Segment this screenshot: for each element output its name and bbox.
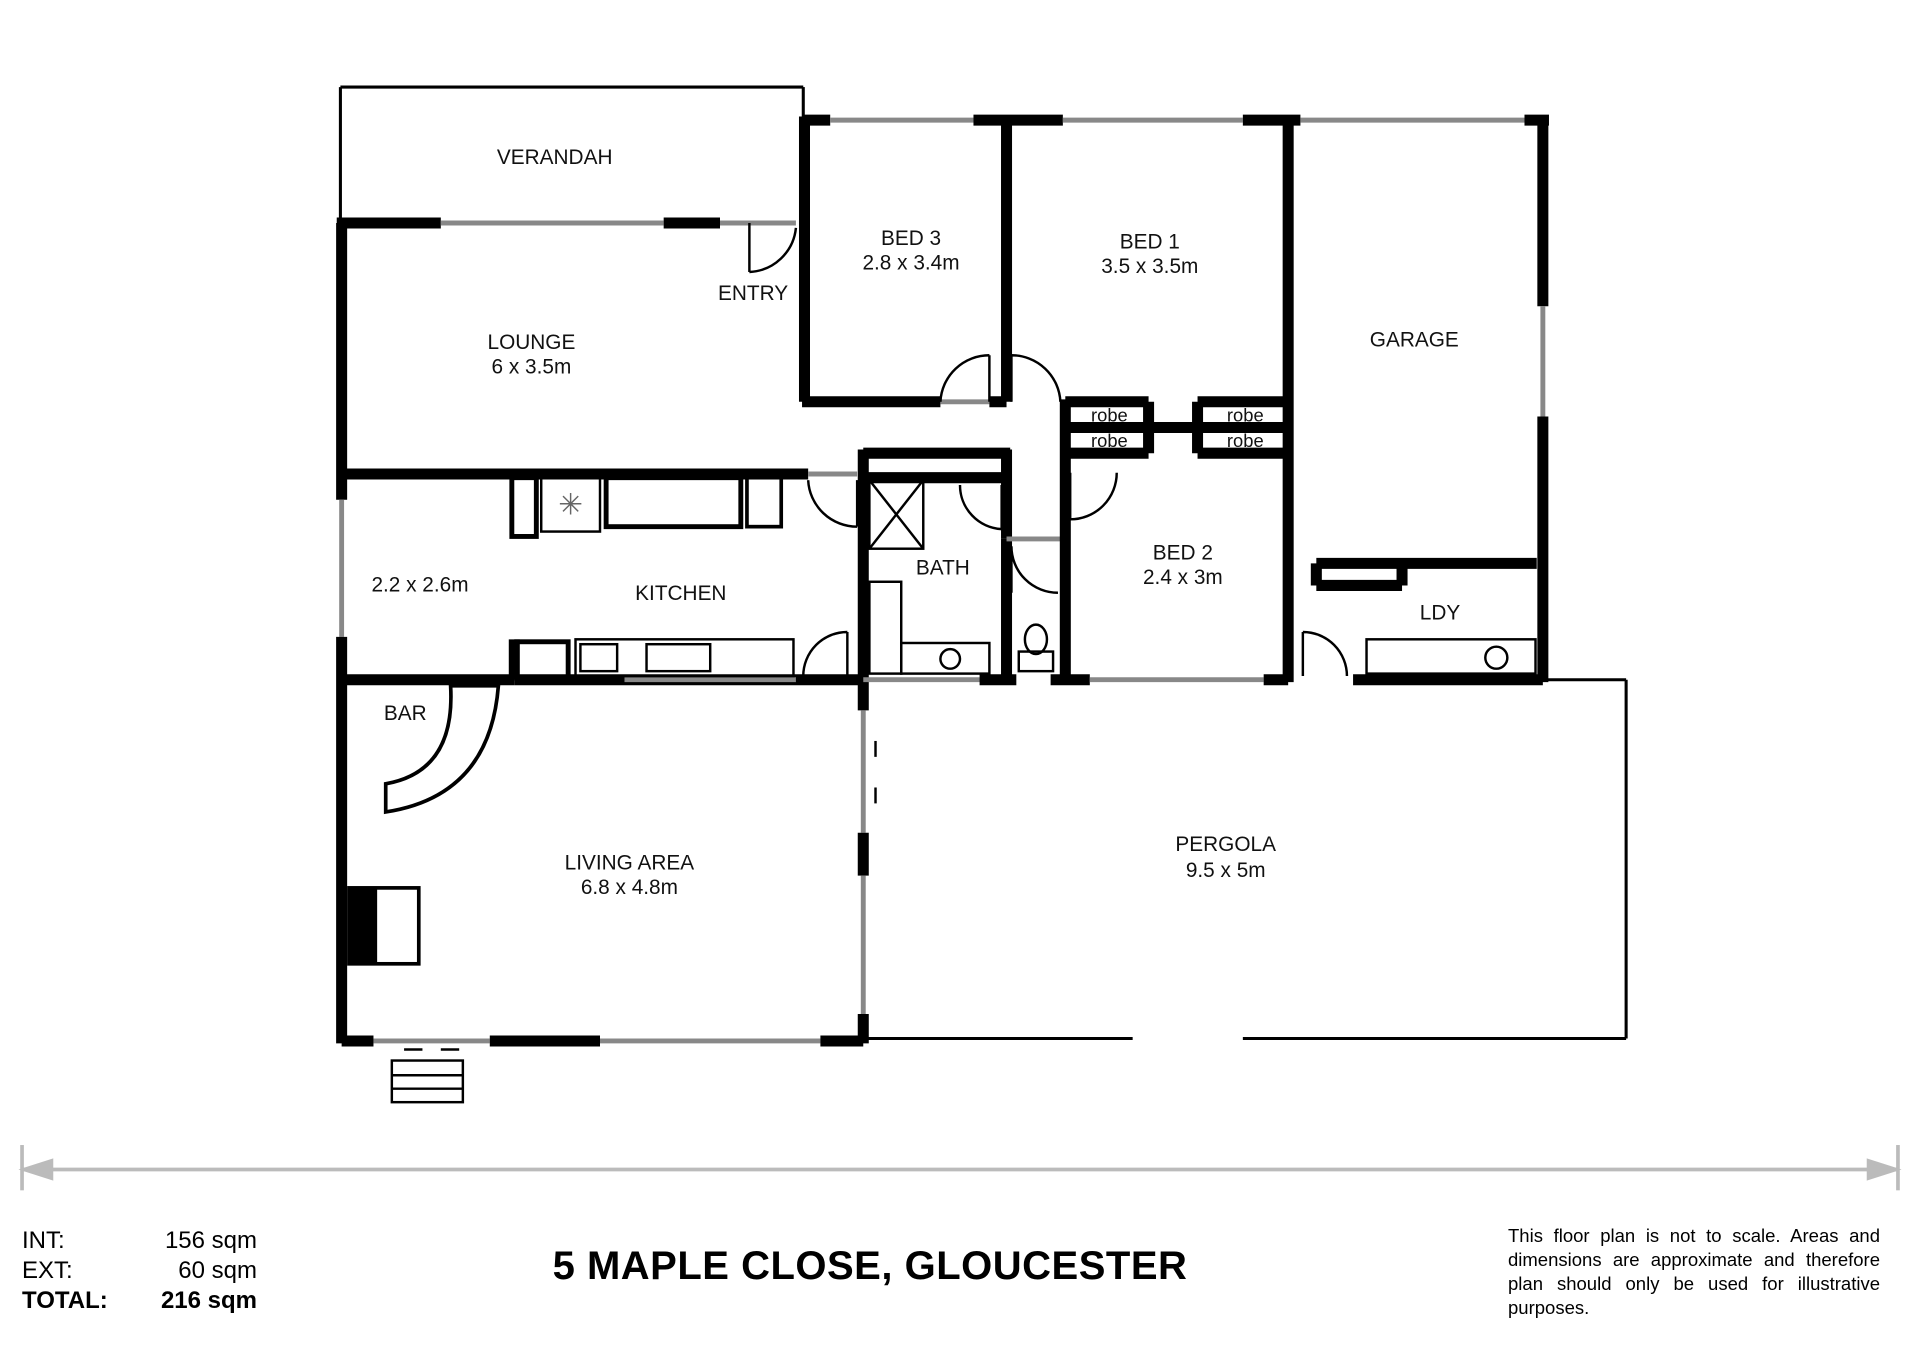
property-address: 5 MAPLE CLOSE, GLOUCESTER: [552, 1244, 1188, 1288]
disclaimer: This floor plan is not to scale. Areas a…: [1508, 1225, 1880, 1318]
label-bed2: BED 2: [1153, 542, 1213, 565]
label-entry: ENTRY: [718, 282, 788, 305]
label-bath: BATH: [916, 556, 970, 579]
door-swing: [1068, 472, 1118, 521]
basin: [939, 647, 962, 670]
area-ext: EXT: 60 sqm: [22, 1256, 257, 1286]
size-bed2: 2.4 x 3m: [1143, 566, 1223, 589]
door-swing: [1010, 354, 1062, 402]
rangehood: [540, 476, 602, 533]
fan-icon: ✳: [558, 488, 583, 521]
fireplace-hearth: [347, 886, 378, 966]
sink: [645, 642, 712, 673]
cooktop: [579, 642, 619, 673]
shower-cross: [868, 479, 925, 550]
size-bed1: 3.5 x 3.5m: [1101, 255, 1198, 278]
fixtures: ✳: [347, 222, 1537, 1104]
bathtub: [868, 580, 903, 675]
fridge: [514, 639, 571, 681]
walls: [336, 85, 1628, 1047]
label-robe: robe: [1091, 430, 1128, 451]
label-kitchen: KITCHEN: [635, 582, 726, 605]
arrow-right-icon: [1866, 1158, 1902, 1181]
area-int: INT: 156 sqm: [22, 1226, 257, 1256]
area-int-label: INT:: [22, 1227, 65, 1254]
label-verandah: VERANDAH: [497, 146, 613, 169]
area-summary: INT: 156 sqm EXT: 60 sqm TOTAL: 216 sqm: [22, 1226, 257, 1316]
area-ext-value: 60 sqm: [178, 1257, 257, 1284]
size-lounge: 6 x 3.5m: [492, 356, 572, 379]
label-living: LIVING AREA: [565, 852, 695, 875]
size-pergola: 9.5 x 5m: [1186, 859, 1266, 882]
door-swing: [1010, 546, 1058, 595]
laundry-tub: [1365, 638, 1537, 675]
shower: [868, 478, 925, 550]
size-living: 6.8 x 4.8m: [581, 876, 678, 899]
door-swing: [958, 485, 1003, 531]
label-garage: GARAGE: [1370, 329, 1459, 352]
label-bar: BAR: [384, 702, 427, 725]
area-total-label: TOTAL:: [22, 1287, 108, 1314]
door-swing: [939, 354, 991, 402]
arrow-left-icon: [18, 1158, 54, 1181]
area-total-value: 216 sqm: [160, 1287, 257, 1314]
overhead-cupboards: [603, 475, 744, 530]
cupboard: [509, 475, 539, 539]
door-swing: [1301, 630, 1349, 677]
label-lounge: LOUNGE: [488, 331, 576, 354]
pantry: [745, 475, 784, 529]
size-kitchen: 2.2 x 2.6m: [371, 574, 468, 597]
door-swing: [806, 480, 859, 528]
area-total: TOTAL: 216 sqm: [22, 1286, 257, 1316]
room-labels: VERANDAH LOUNGE 6 x 3.5m ENTRY BED 3 2.8…: [371, 146, 1460, 899]
size-bed3: 2.8 x 3.4m: [862, 252, 959, 275]
toilet: [1017, 650, 1055, 673]
label-bed1: BED 1: [1120, 231, 1180, 254]
laundry-basin: [1484, 645, 1509, 670]
door-swing: [802, 630, 849, 677]
area-ext-label: EXT:: [22, 1257, 73, 1284]
dimension-line: [18, 1145, 1902, 1191]
door-swing: [748, 222, 798, 274]
label-robe: robe: [1227, 404, 1264, 425]
area-int-value: 156 sqm: [164, 1227, 257, 1254]
label-pergola: PERGOLA: [1175, 833, 1276, 856]
label-ldy: LDY: [1420, 602, 1461, 625]
kitchen-bench: [574, 638, 795, 678]
label-robe: robe: [1227, 430, 1264, 451]
entry-steps: [390, 1059, 465, 1104]
bar-counter: [383, 684, 501, 815]
vanity: [900, 641, 991, 675]
label-robe: robe: [1091, 404, 1128, 425]
label-bed3: BED 3: [881, 227, 941, 250]
toilet-bowl: [1023, 623, 1049, 656]
